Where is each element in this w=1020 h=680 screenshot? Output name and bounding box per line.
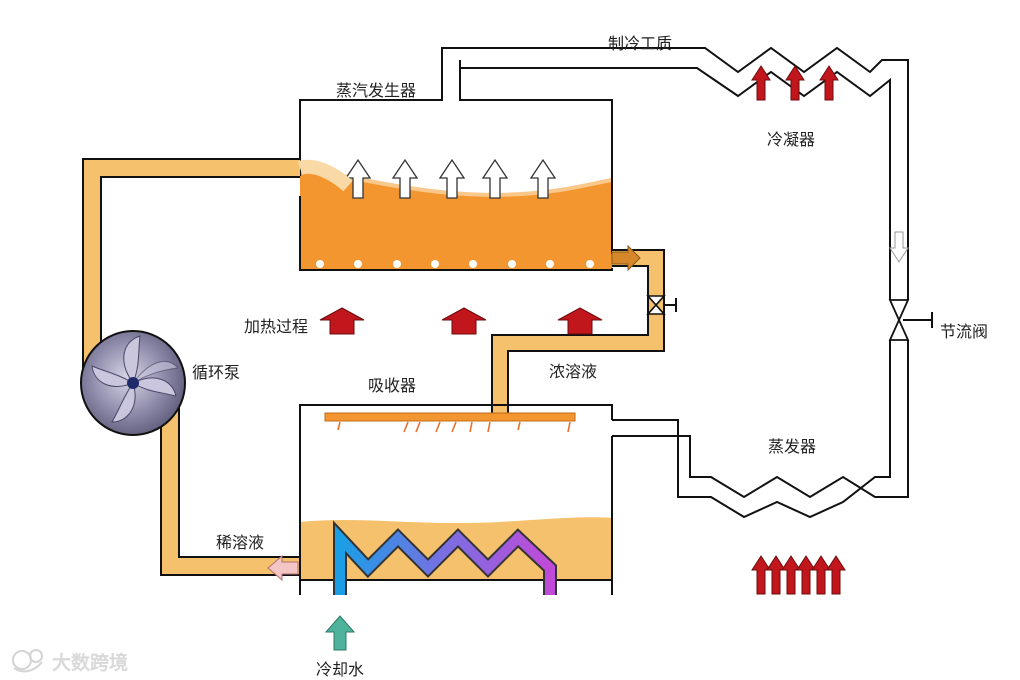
heat-arrows xyxy=(319,307,603,335)
condenser-heat-arrows xyxy=(751,65,839,101)
heat-arrow xyxy=(819,65,839,101)
dilute-solution-label: 稀溶液 xyxy=(216,533,265,552)
cooling-water-arrow xyxy=(324,615,356,651)
vapor-arrow xyxy=(481,158,509,199)
heating-bubbles xyxy=(316,260,594,268)
valve-icon[interactable] xyxy=(888,299,933,341)
heat-arrow xyxy=(751,65,771,101)
heat-arrow xyxy=(826,555,846,595)
flow-down-arrow xyxy=(889,231,909,263)
vapor-arrow xyxy=(438,158,466,199)
heat-arrow xyxy=(785,65,805,101)
refrigerant-label: 制冷工质 xyxy=(608,34,673,53)
heat-arrow xyxy=(781,555,801,595)
watermark-text: 大数跨境 xyxy=(52,652,129,674)
spray-drops xyxy=(337,421,571,433)
vapor-arrow xyxy=(529,158,557,199)
fan-icon[interactable] xyxy=(80,330,186,436)
heat-arrow xyxy=(319,307,365,335)
heat-arrow xyxy=(796,555,816,595)
evaporator-heat-arrows xyxy=(751,555,846,595)
heat-arrow xyxy=(751,555,771,595)
circulation-pump-label: 循环泵 xyxy=(192,363,241,382)
concentrated-solution-label: 浓溶液 xyxy=(549,362,598,381)
refrigerant-circuit xyxy=(441,46,909,519)
heating-process-label: 加热过程 xyxy=(244,317,309,336)
concentrated-solution-pipe xyxy=(491,244,665,418)
absorber-label: 吸收器 xyxy=(368,376,417,395)
valve-icon[interactable] xyxy=(646,295,677,315)
vapor-arrow xyxy=(344,158,372,199)
evaporator-label: 蒸发器 xyxy=(768,437,817,456)
cooling-water-label: 冷却水 xyxy=(316,660,365,679)
cooling-coil xyxy=(333,520,557,595)
dilute-outlet-arrow xyxy=(267,554,299,582)
heat-arrow xyxy=(811,555,831,595)
generator-label: 蒸汽发生器 xyxy=(336,81,417,100)
heat-arrow xyxy=(441,307,487,335)
heat-arrow xyxy=(557,307,603,335)
vapor-arrow xyxy=(391,158,419,199)
vapor-arrows xyxy=(344,158,557,199)
absorber-vessel xyxy=(267,404,613,595)
throttle-valve-label: 节流阀 xyxy=(940,322,989,341)
logo-icon xyxy=(12,649,43,673)
condenser-label: 冷凝器 xyxy=(767,130,816,149)
heat-arrow xyxy=(766,555,786,595)
